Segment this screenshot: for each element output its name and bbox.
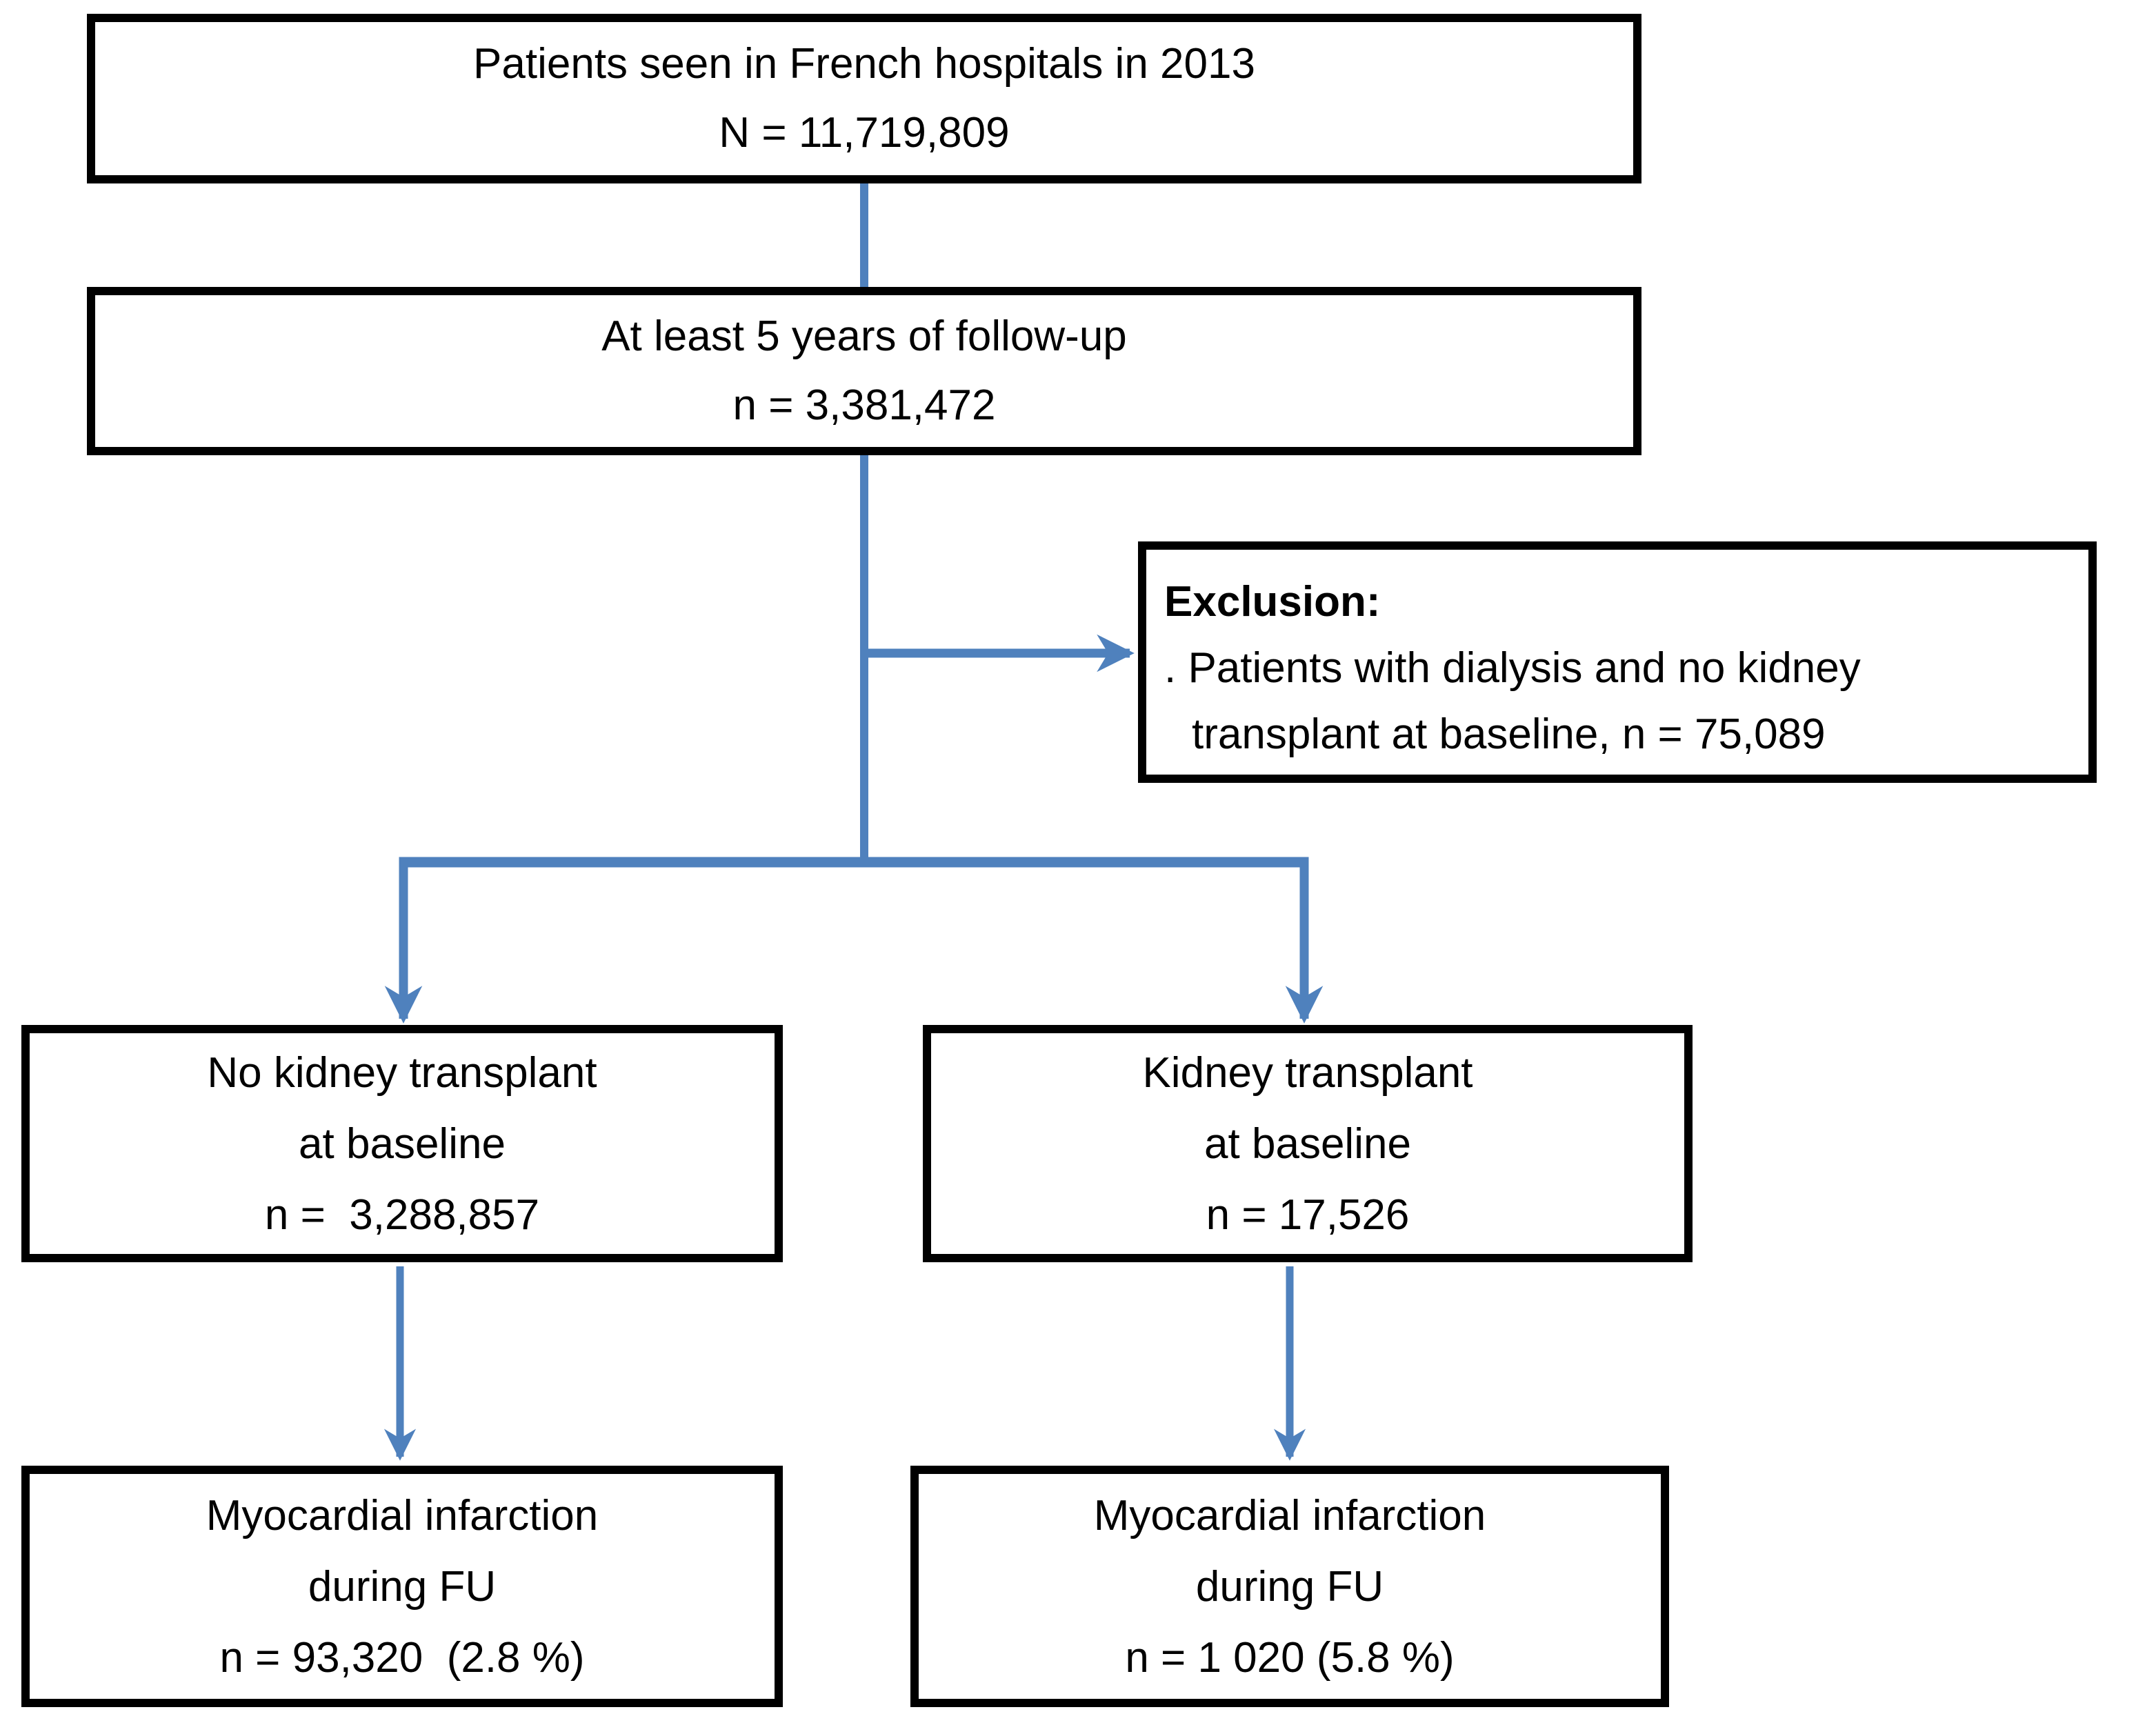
box-mi-no-transplant-count: n = 93,320 (2.8 %) bbox=[219, 1633, 585, 1682]
box-no-kidney-transplant-line1: No kidney transplant bbox=[207, 1048, 597, 1097]
box-exclusion: Exclusion: . Patients with dialysis and … bbox=[1138, 541, 2097, 783]
box-patients-2013-line1: Patients seen in French hospitals in 201… bbox=[473, 40, 1255, 88]
box-exclusion-line2: transplant at baseline, n = 75,089 bbox=[1192, 710, 1826, 758]
box-exclusion-title: Exclusion: bbox=[1164, 578, 1381, 626]
box-no-kidney-transplant-line2: at baseline bbox=[299, 1119, 506, 1168]
box-mi-transplant-count: n = 1 020 (5.8 %) bbox=[1125, 1633, 1455, 1682]
box-mi-no-transplant: Myocardial infarction during FU n = 93,3… bbox=[21, 1466, 783, 1707]
box-mi-transplant-line1: Myocardial infarction bbox=[1093, 1491, 1486, 1539]
box-exclusion-line1: . Patients with dialysis and no kidney bbox=[1164, 644, 1861, 692]
box-kidney-transplant-line1: Kidney transplant bbox=[1142, 1048, 1473, 1097]
box-followup-line1: At least 5 years of follow-up bbox=[601, 312, 1127, 360]
box-mi-transplant: Myocardial infarction during FU n = 1 02… bbox=[910, 1466, 1669, 1707]
box-mi-transplant-line2: during FU bbox=[1195, 1562, 1384, 1611]
box-no-kidney-transplant-count: n = 3,288,857 bbox=[264, 1190, 540, 1239]
box-mi-no-transplant-line1: Myocardial infarction bbox=[206, 1491, 599, 1539]
box-kidney-transplant-line2: at baseline bbox=[1204, 1119, 1411, 1168]
box-followup-count: n = 3,381,472 bbox=[732, 381, 996, 429]
box-patients-2013-count: N = 11,719,809 bbox=[719, 109, 1010, 157]
box-kidney-transplant: Kidney transplant at baseline n = 17,526 bbox=[923, 1025, 1693, 1262]
box-no-kidney-transplant: No kidney transplant at baseline n = 3,2… bbox=[21, 1025, 783, 1262]
box-kidney-transplant-count: n = 17,526 bbox=[1206, 1190, 1410, 1239]
box-patients-2013: Patients seen in French hospitals in 201… bbox=[87, 14, 1641, 183]
box-mi-no-transplant-line2: during FU bbox=[308, 1562, 497, 1611]
box-followup: At least 5 years of follow-up n = 3,381,… bbox=[87, 287, 1641, 455]
